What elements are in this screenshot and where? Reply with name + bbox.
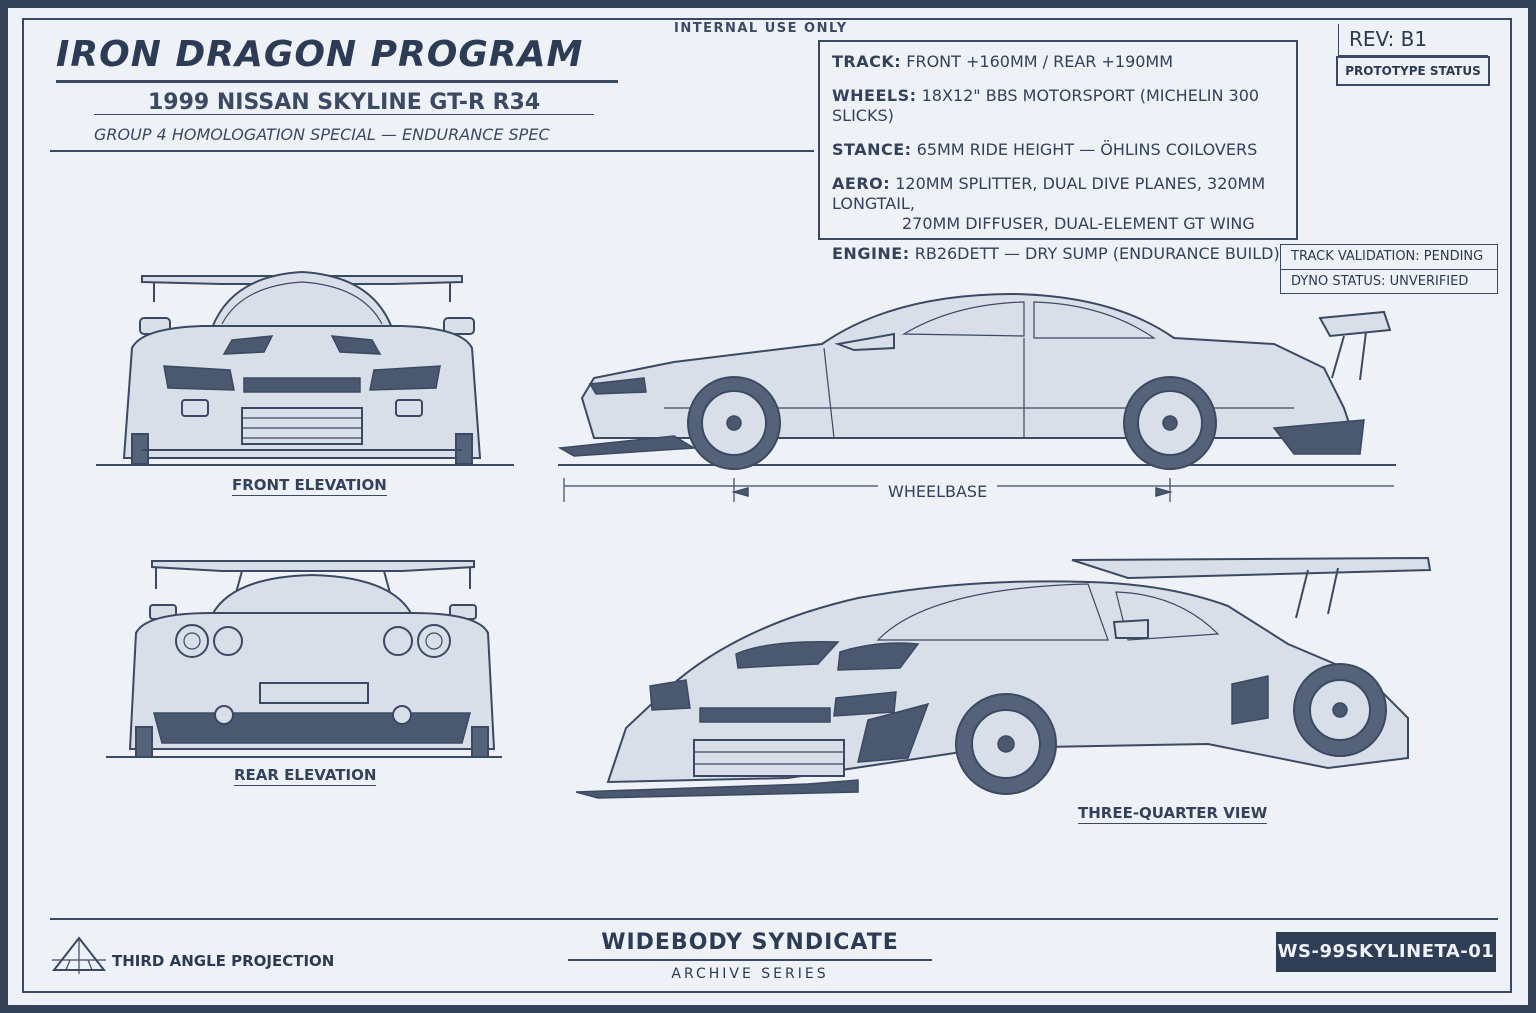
spec-aero-label: AERO: [832, 174, 891, 193]
header-divider [50, 150, 814, 152]
brand-title: WIDEBODY SYNDICATE [568, 930, 932, 961]
spec-stance-label: STANCE: [832, 140, 912, 159]
drawing-frame: INTERNAL USE ONLY [22, 18, 1512, 993]
three-quarter-label: THREE-QUARTER VIEW [1078, 804, 1268, 824]
track-validation-status: TRACK VALIDATION: PENDING [1291, 249, 1484, 264]
footer-divider [50, 918, 1498, 920]
spec-track-value: FRONT +160MM / REAR +190MM [906, 52, 1174, 71]
projection-label: THIRD ANGLE PROJECTION [112, 952, 335, 970]
wheelbase-label: WHEELBASE [878, 482, 998, 501]
spec-stance: STANCE: 65MM RIDE HEIGHT — ÖHLINS COILOV… [832, 140, 1284, 160]
revision-label: REV: B1 [1338, 24, 1488, 56]
document-id-badge: WS-99SKYLINETA-01 [1276, 932, 1496, 972]
spec-wheels-value: 18X12" BBS MOTORSPORT (MICHELIN 300 SLIC… [832, 86, 1260, 125]
vehicle-subtitle: 1999 NISSAN SKYLINE GT-R R34 [148, 90, 541, 115]
subtitle-underline [94, 114, 594, 115]
prototype-status-badge: PROTOTYPE STATUS [1336, 56, 1490, 86]
spec-wheels: WHEELS: 18X12" BBS MOTORSPORT (MICHELIN … [832, 86, 1284, 126]
spec-engine-value: RB26DETT — DRY SUMP (ENDURANCE BUILD) [914, 244, 1280, 263]
spec-wheels-label: WHEELS: [832, 86, 917, 105]
spec-track: TRACK: FRONT +160MM / REAR +190MM [832, 52, 1284, 72]
front-elevation-label: FRONT ELEVATION [232, 476, 387, 496]
spec-subtitle: GROUP 4 HOMOLOGATION SPECIAL — ENDURANCE… [94, 125, 550, 144]
spec-aero-value-1: 120MM SPLITTER, DUAL DIVE PLANES, 320MM … [832, 174, 1266, 213]
archive-series-label: ARCHIVE SERIES [671, 966, 829, 982]
front-elevation-drawing [96, 270, 514, 466]
spec-engine-label: ENGINE: [832, 244, 910, 263]
program-title: IRON DRAGON PROGRAM [56, 34, 584, 75]
dyno-status: DYNO STATUS: UNVERIFIED [1281, 269, 1497, 294]
spec-stance-value: 65MM RIDE HEIGHT — ÖHLINS COILOVERS [916, 140, 1258, 159]
spec-aero: AERO: 120MM SPLITTER, DUAL DIVE PLANES, … [832, 174, 1284, 234]
rear-elevation-label: REAR ELEVATION [234, 766, 377, 786]
rear-elevation-drawing [106, 560, 502, 758]
spec-engine: ENGINE: RB26DETT — DRY SUMP (ENDURANCE B… [832, 244, 1284, 264]
spec-panel: TRACK: FRONT +160MM / REAR +190MM WHEELS… [818, 40, 1298, 263]
three-quarter-drawing [575, 556, 1432, 799]
spec-track-label: TRACK: [832, 52, 902, 71]
title-underline [56, 80, 618, 83]
third-angle-projection-icon [51, 936, 107, 974]
side-profile-drawing [557, 292, 1396, 502]
spec-aero-value-2: 270MM DIFFUSER, DUAL-ELEMENT GT WING [902, 214, 1255, 233]
blueprint-sheet: INTERNAL USE ONLY IRON DRAGON PROGRAM 19… [8, 8, 1528, 1005]
internal-use-label: INTERNAL USE ONLY [666, 21, 856, 36]
validation-status-box: TRACK VALIDATION: PENDING DYNO STATUS: U… [1280, 244, 1498, 294]
